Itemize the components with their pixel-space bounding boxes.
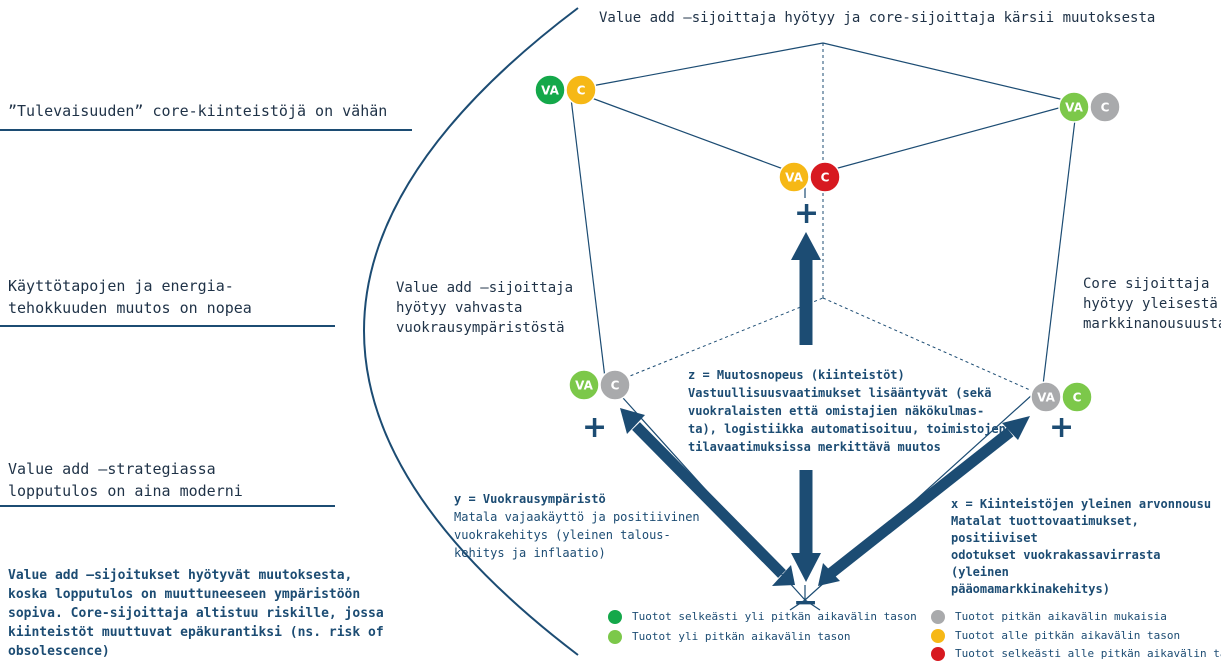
badge-top-left-va-label: VA [541, 84, 559, 98]
badge-top-left-va-circle [534, 74, 566, 106]
legend-dot-3 [931, 629, 945, 643]
legend-dot-4 [931, 647, 945, 661]
left-divider-1 [0, 129, 412, 131]
badge-mid-left-va-circle [568, 369, 600, 401]
left-divider-3 [0, 505, 335, 507]
arrows [620, 232, 1030, 586]
badge-top-right-c-circle [1089, 91, 1121, 123]
plus-sign-top: + [794, 196, 819, 231]
z-axis-title: z = Muutosnopeus (kiinteistöt) [688, 368, 905, 382]
legend-label-1: Tuotot yli pitkän aikavälin tason [632, 630, 851, 643]
x-axis-description: x = Kiinteistöjen yleinen arvonnousu Mat… [951, 496, 1221, 598]
cube-hidden-edges [624, 43, 1031, 391]
note-value-add: Value add –sijoittaja hyötyy vahvasta vu… [396, 280, 574, 336]
badge-mid-right-c-circle [1061, 381, 1093, 413]
legend-dot-0 [608, 610, 622, 624]
y-arrow [620, 408, 795, 586]
bracket-arc [363, 7, 579, 656]
legend-label-3: Tuotot alle pitkän aikavälin tason [955, 629, 1181, 642]
left-summary: Value add –sijoitukset hyötyvät muutokse… [8, 568, 384, 659]
badge-top-left-c-circle [565, 74, 597, 106]
x-arrow [818, 416, 1030, 586]
badge-top-right-va-label: VA [1065, 101, 1083, 115]
badge-top-right-va-circle [1058, 91, 1090, 123]
plus-sign-left: + [582, 410, 607, 445]
badge-top-center-va-circle [778, 161, 810, 193]
y-axis-title: y = Vuokrausympäristö [454, 492, 606, 506]
left-statement-2: Käyttötapojen ja energia- tehokkuuden mu… [8, 277, 252, 317]
badge-mid-left-va-label: VA [575, 379, 593, 393]
y-axis-description: y = Vuokrausympäristö Matala vajaakäyttö… [454, 490, 700, 562]
legend-label-4: Tuotot selkeästi alle pitkän aikavälin t… [955, 647, 1221, 660]
left-statement-1: ”Tulevaisuuden” core-kiinteistöjä on väh… [8, 102, 388, 120]
note-core: Core sijoittaja hyötyy yleisestä markkin… [1083, 276, 1221, 332]
y-axis-body: Matala vajaakäyttö ja positiivinen vuokr… [454, 510, 700, 560]
badge-mid-left-c-label: C [611, 379, 620, 393]
legend-dot-1 [608, 630, 622, 644]
z-axis-body: Vastuullisuusvaatimukset lisääntyvät (se… [688, 386, 1006, 454]
badge-top-center-c-label: C [821, 171, 830, 185]
plus-sign-right: + [1049, 410, 1074, 445]
minus-sign-bottom: − [793, 585, 818, 620]
legend-label-0: Tuotot selkeästi yli pitkän aikavälin ta… [632, 610, 917, 623]
badge-top-center-va-label: VA [785, 171, 803, 185]
x-axis-body: Matalat tuottovaatimukset, positiiviset … [951, 514, 1161, 596]
badge-mid-right-va-circle [1030, 381, 1062, 413]
z-arrow-up [791, 232, 821, 345]
badges: C VA C VA C VA C VA C VA [534, 74, 1121, 413]
z-axis-description: z = Muutosnopeus (kiinteistöt) Vastuulli… [688, 366, 1006, 456]
badge-top-left-c-label: C [577, 84, 586, 98]
badge-top-center-c-circle [809, 161, 841, 193]
badge-top-right-c-label: C [1101, 101, 1110, 115]
badge-mid-left-c-circle [599, 369, 631, 401]
top-caption: Value add –sijoittaja hyötyy ja core-sij… [599, 10, 1156, 26]
bottom-vertex [789, 585, 821, 611]
legend-label-2: Tuotot pitkän aikavälin mukaisia [955, 610, 1167, 623]
left-statement-3: Value add –strategiassa lopputulos on ai… [8, 460, 243, 500]
left-divider-2 [0, 325, 335, 327]
x-axis-title: x = Kiinteistöjen yleinen arvonnousu [951, 497, 1212, 511]
z-arrow-down [791, 470, 821, 582]
legend-dot-2 [931, 610, 945, 624]
badge-mid-right-c-label: C [1073, 391, 1082, 405]
badge-mid-right-va-label: VA [1037, 391, 1055, 405]
